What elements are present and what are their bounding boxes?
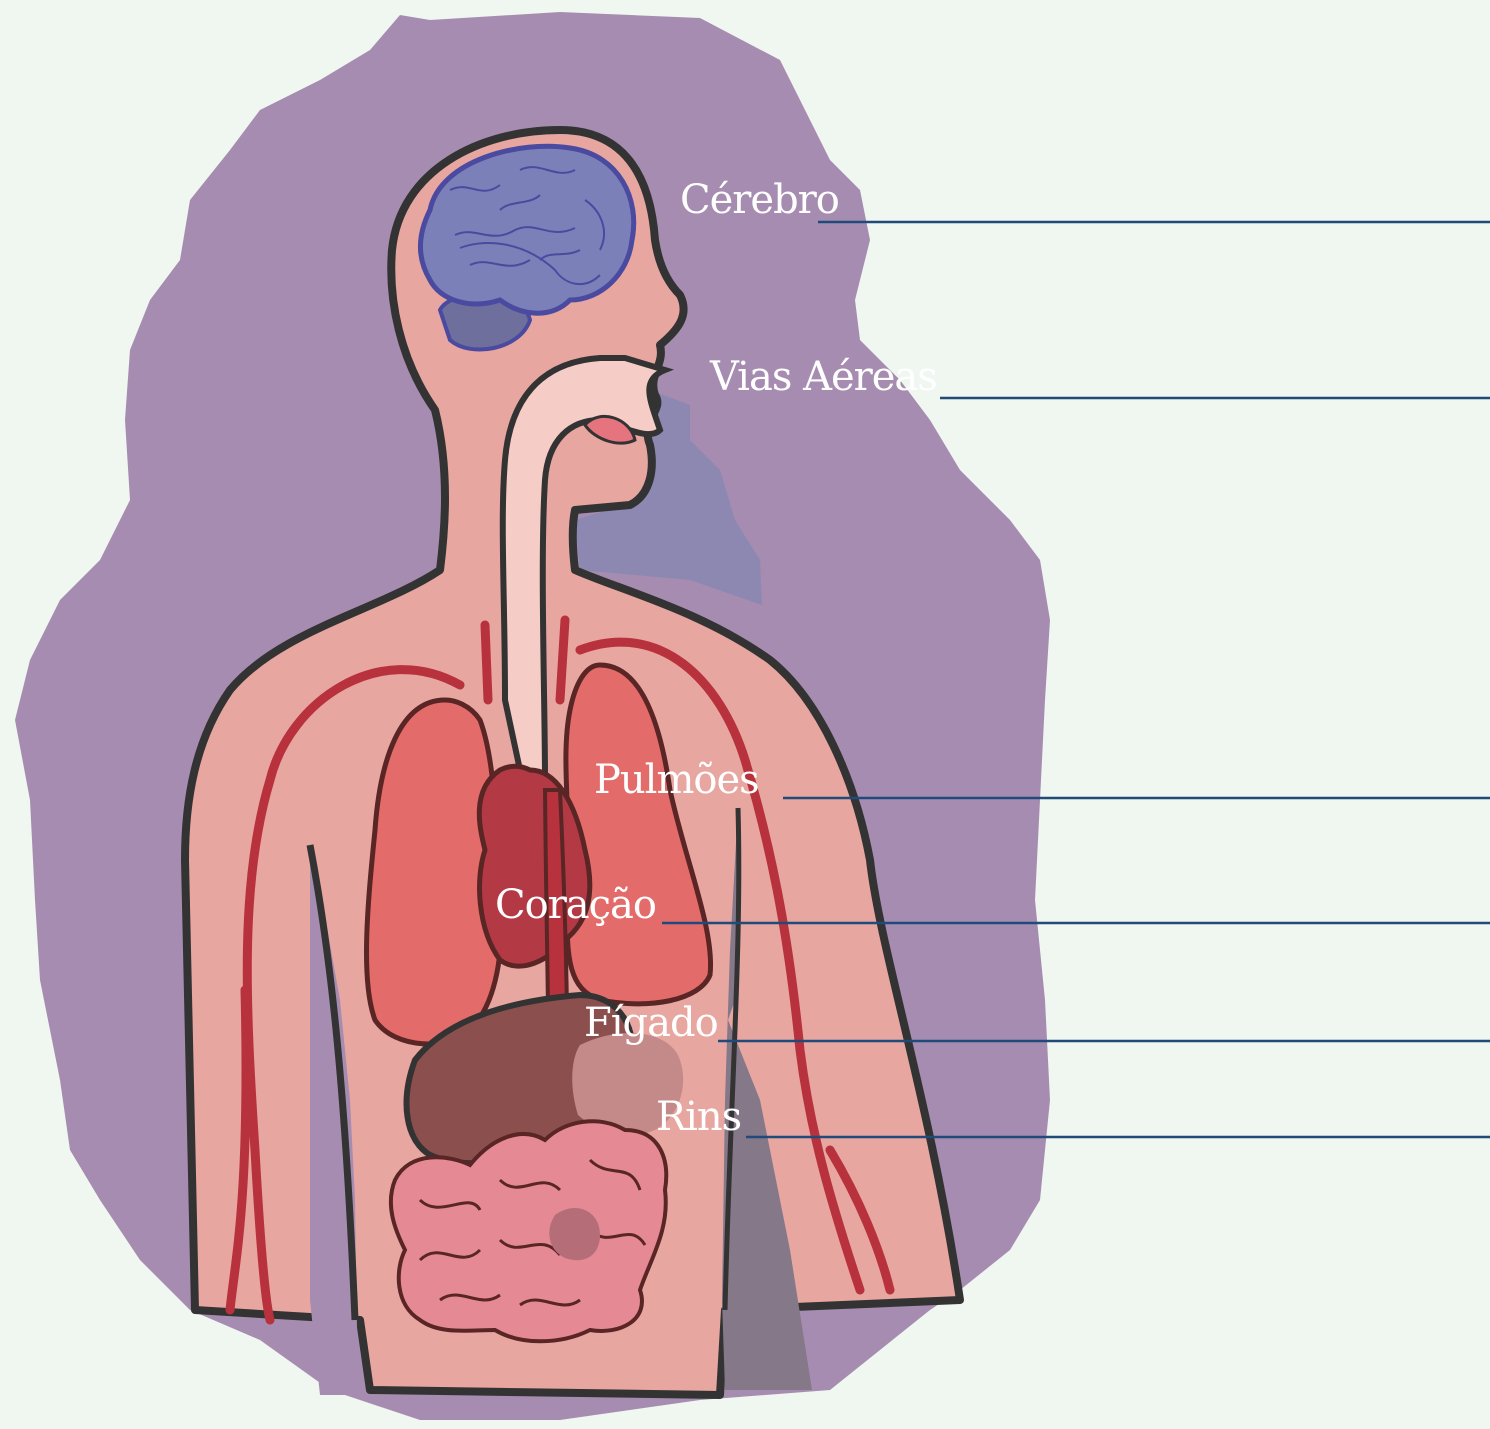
label-airways: Vias Aéreas (709, 354, 937, 400)
label-heart: Coração (495, 882, 656, 928)
label-kidneys: Rins (656, 1094, 741, 1140)
label-brain: Cérebro (680, 177, 839, 223)
label-lungs: Pulmões (594, 757, 759, 803)
label-liver: Fígado (584, 1000, 718, 1046)
